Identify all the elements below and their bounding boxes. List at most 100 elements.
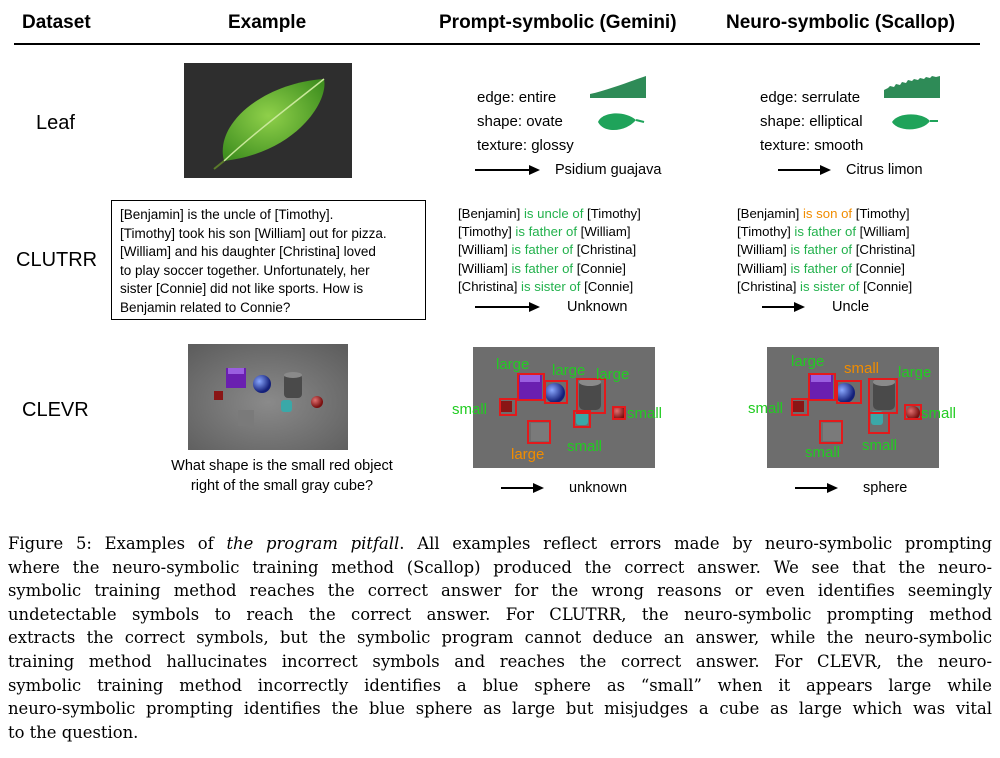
clevr-prompt-answer-row: unknown [499, 480, 627, 496]
detection-label: small [567, 438, 603, 455]
header-prompt-symbolic: Prompt-symbolic (Gemini) [439, 12, 677, 33]
bbox [527, 420, 551, 444]
story-line: Benjamin related to Connie? [120, 299, 291, 315]
bbox [808, 373, 836, 401]
detection-label: large [596, 366, 630, 383]
story-line: [Benjamin] is the uncle of [Timothy]. [120, 207, 334, 222]
bbox [576, 378, 606, 414]
clevr-neuro-image [767, 347, 939, 468]
clutrr-neuro-relations: [Benjamin] is son of [Timothy] [Timothy]… [737, 205, 915, 296]
row-label-leaf: Leaf [36, 112, 75, 134]
arrow-right-icon [778, 165, 831, 175]
bbox [791, 398, 809, 416]
caption-line: undetectable symbols to reach the correc… [8, 604, 992, 624]
detection-label: large [552, 362, 586, 379]
clevr-neuro-answer: sphere [863, 480, 908, 496]
caption-line: symbolic training method incorrectly ide… [8, 675, 992, 695]
entire-edge-icon [590, 76, 646, 98]
row-label-clevr: CLEVR [22, 399, 89, 421]
detection-label: large [511, 446, 545, 463]
question-line: right of the small gray cube? [190, 478, 374, 494]
caption-line: neuro-symbolic prompting identifies the … [8, 699, 992, 719]
arrow-right-icon [762, 302, 805, 312]
relation-line: [William] is father of [Christina] [737, 242, 916, 258]
caption-line: symbolic training method reaches the cor… [8, 581, 992, 601]
leaf-neuro-edge: edge: serrulate [760, 89, 861, 106]
bbox [819, 420, 843, 444]
clutrr-story-box: [Benjamin] is the uncle of [Timothy]. [T… [111, 200, 426, 320]
clutrr-prompt-answer: Unknown [567, 299, 628, 315]
clevr-neuro-answer-row: sphere [793, 480, 907, 496]
detection-label: large [496, 356, 530, 373]
bbox [544, 380, 568, 404]
clevr-example-image [188, 344, 348, 450]
detection-label: large [898, 364, 932, 381]
leaf-prompt-answer: Psidium guajava [555, 162, 662, 178]
arrow-right-icon [475, 165, 540, 175]
detection-label: small [921, 405, 957, 422]
caption-line-1: Figure 5: Examples of the program pitfal… [8, 534, 992, 553]
caption-line: where the neuro-symbolic training method… [8, 557, 992, 577]
relation-line: [William] is father of [Connie] [458, 260, 626, 276]
caption-line: training method hallucinates incorrect s… [8, 651, 992, 671]
header-rule [14, 43, 980, 45]
leaf-neuro-answer-row: Citrus limon [776, 162, 923, 178]
detection-label: small [805, 444, 841, 461]
leaf-prompt-shape: shape: ovate [477, 113, 563, 130]
bbox [868, 412, 890, 434]
bbox [868, 378, 898, 414]
caption-italic: the program pitfall [226, 534, 400, 553]
row-label-clutrr: CLUTRR [16, 249, 98, 271]
relation-line: [Timothy] is father of [William] [458, 224, 631, 240]
caption-line: extracts the correct symbols, but the sy… [8, 628, 992, 648]
question-line: What shape is the small red object [171, 458, 393, 474]
relation-line: [William] is father of [Connie] [737, 260, 905, 276]
serrulate-edge-icon [884, 76, 940, 98]
figure-caption: Figure 5: Examples of the program pitfal… [8, 532, 992, 744]
caption-line: to the question. [8, 722, 139, 742]
relation-line: [William] is father of [Christina] [458, 242, 637, 258]
relation-line: [Benjamin] is son of [Timothy] [737, 206, 910, 221]
clutrr-neuro-answer-row: Uncle [760, 299, 869, 315]
detection-label: small [844, 360, 880, 377]
leaf-prompt-edge: edge: entire [477, 89, 557, 106]
leaf-neuro-shape: shape: elliptical [760, 113, 863, 130]
story-line: sister [Connie] did not like sports. How… [120, 281, 364, 297]
bbox [573, 410, 591, 428]
arrow-right-icon [795, 483, 838, 493]
story-line: to play soccer together. Unfortunately, … [120, 262, 370, 278]
header-dataset: Dataset [22, 12, 91, 33]
bbox [517, 373, 545, 401]
leaf-prompt-texture: texture: glossy [477, 137, 574, 154]
detection-label: small [862, 437, 898, 454]
leaf-neuro-texture: texture: smooth [760, 137, 864, 154]
clutrr-neuro-answer: Uncle [832, 299, 870, 315]
clutrr-prompt-relations: [Benjamin] is uncle of [Timothy] [Timoth… [458, 205, 641, 296]
leaf-neuro-attributes: edge: serrulate shape: elliptical textur… [760, 86, 863, 158]
clutrr-prompt-answer-row: Unknown [473, 299, 627, 315]
detection-label: small [627, 405, 663, 422]
bbox [499, 398, 517, 416]
relation-line: [Timothy] is father of [William] [737, 224, 910, 240]
relation-line: [Christina] is sister of [Connie] [458, 278, 634, 294]
header-example: Example [228, 12, 307, 33]
detection-label: large [791, 353, 825, 370]
leaf-example-image [184, 63, 352, 178]
relation-line: [Christina] is sister of [Connie] [737, 278, 913, 294]
clevr-question: What shape is the small red object right… [132, 456, 432, 496]
elliptical-leaf-icon [892, 114, 938, 130]
ovate-leaf-icon [598, 113, 645, 131]
arrow-right-icon [501, 483, 544, 493]
bbox [836, 380, 862, 404]
relation-line: [Benjamin] is uncle of [Timothy] [458, 206, 641, 221]
bbox [612, 406, 626, 420]
bbox [904, 404, 922, 420]
clevr-prompt-answer: unknown [569, 480, 628, 496]
leaf-prompt-attributes: edge: entire shape: ovate texture: gloss… [477, 86, 574, 158]
detection-label: small [452, 401, 488, 418]
story-line: [Timothy] took his son [William] out for… [120, 225, 387, 241]
header-neuro-symbolic: Neuro-symbolic (Scallop) [726, 12, 956, 33]
arrow-right-icon [475, 302, 540, 312]
leaf-prompt-answer-row: Psidium guajava [473, 162, 661, 178]
detection-label: small [748, 400, 784, 417]
